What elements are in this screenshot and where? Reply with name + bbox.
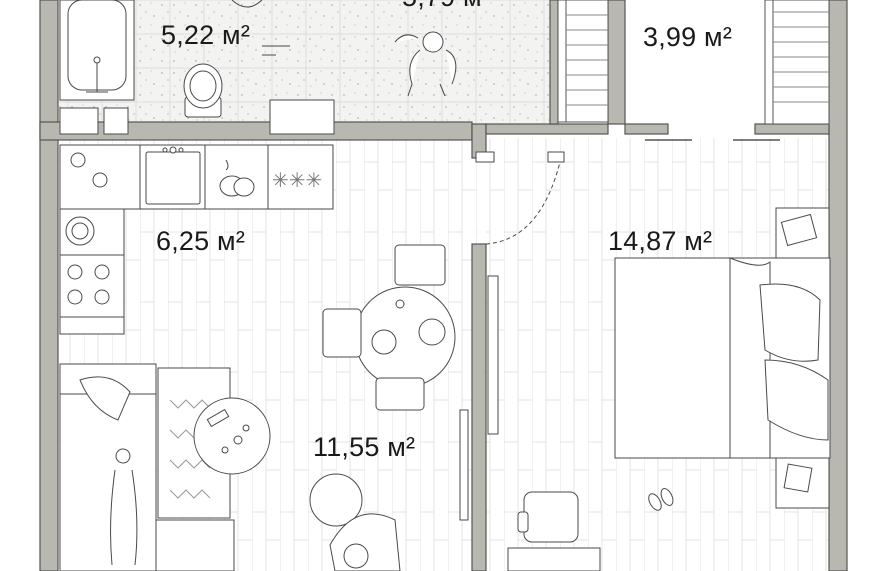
person-icon xyxy=(110,448,138,566)
dining-table-icon xyxy=(354,286,456,388)
area-label-balcony: 3,99 м² xyxy=(643,22,733,52)
door-swing-icon xyxy=(475,151,565,245)
stove-icon xyxy=(59,254,125,318)
bathroom-sink-icon xyxy=(231,0,335,135)
rug xyxy=(157,367,231,519)
balcony-railing-left xyxy=(557,0,609,123)
coffee-table-icon xyxy=(193,397,271,475)
sofa-icon xyxy=(59,363,235,571)
toilet-icon xyxy=(183,63,223,118)
person-icon xyxy=(394,31,457,97)
nightstand-icon xyxy=(775,207,830,509)
area-label-bedroom: 14,87 м² xyxy=(608,226,713,256)
area-label-living: 11,55 м² xyxy=(313,432,416,462)
pouf xyxy=(309,473,363,527)
armchair-icon xyxy=(329,513,401,571)
wardrobe xyxy=(459,275,499,521)
sink-icon xyxy=(145,146,201,205)
bath-shelves xyxy=(59,107,129,135)
walls xyxy=(39,0,848,571)
svg-text:✳✳✳: ✳✳✳ xyxy=(272,170,322,192)
area-label-kitchen: 6,25 м² xyxy=(156,226,246,256)
washing-machine-icon xyxy=(65,152,108,246)
chair-icon xyxy=(322,244,446,411)
balcony-railing-right xyxy=(764,0,830,125)
hob-icon: ✳✳✳ xyxy=(272,170,322,192)
double-bed-icon xyxy=(614,257,831,459)
area-label-hall: 5,79 м² xyxy=(402,0,491,13)
bathtub-icon xyxy=(59,0,135,101)
office-chair-icon xyxy=(517,491,579,543)
dish-icon xyxy=(219,159,255,197)
floor-hall xyxy=(345,0,550,124)
area-label-bathroom: 5,22 м² xyxy=(161,20,251,50)
desk-icon xyxy=(507,547,601,571)
slippers-icon xyxy=(648,488,674,511)
